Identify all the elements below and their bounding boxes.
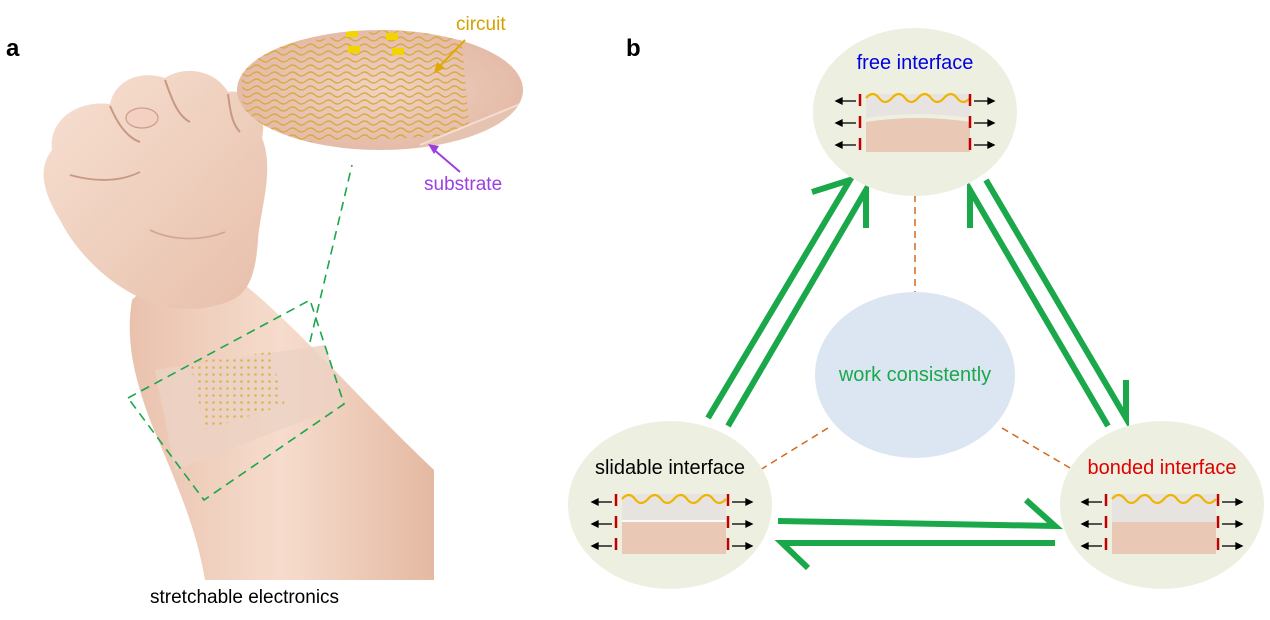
connector-right (1001, 427, 1071, 469)
panel-a-caption: stretchable electronics (150, 587, 339, 608)
bonded-interface-label: bonded interface (1087, 457, 1236, 479)
slidable-stretch-schematic (590, 493, 754, 554)
free-stretch-schematic (834, 92, 996, 152)
bonded-stretch-schematic (1080, 493, 1244, 554)
cycle-arrows (705, 174, 1129, 571)
circuit-label: circuit (456, 14, 506, 35)
substrate-arrow (431, 147, 461, 173)
arrow-bonded-to-slidable (774, 540, 1055, 571)
magnified-view (237, 30, 523, 150)
substrate-arrowhead (428, 144, 439, 154)
node-slidable: slidable interface (568, 421, 772, 589)
panel-a-label: a (6, 35, 20, 62)
free-interface-label: free interface (857, 52, 974, 74)
callout-leader (309, 164, 353, 343)
skin-patch (155, 345, 345, 470)
connector-left (759, 427, 829, 471)
center-label: work consistently (838, 364, 991, 386)
circuit-arrow (437, 39, 466, 69)
circuit-arrowhead (434, 62, 445, 73)
arrow-bonded-to-free (967, 178, 1111, 428)
node-free: free interface (813, 28, 1017, 196)
arrow-free-to-slidable (725, 178, 869, 428)
slidable-interface-label: slidable interface (595, 457, 745, 479)
arrow-slidable-to-bonded (777, 497, 1064, 530)
panel-b-label: b (626, 35, 641, 62)
center-ellipse (815, 292, 1015, 458)
node-bonded: bonded interface (1060, 421, 1264, 589)
arrow-slidable-to-free (705, 174, 857, 420)
substrate-label: substrate (424, 174, 502, 195)
arrow-free-to-bonded (983, 178, 1129, 430)
callout-box (126, 298, 345, 502)
